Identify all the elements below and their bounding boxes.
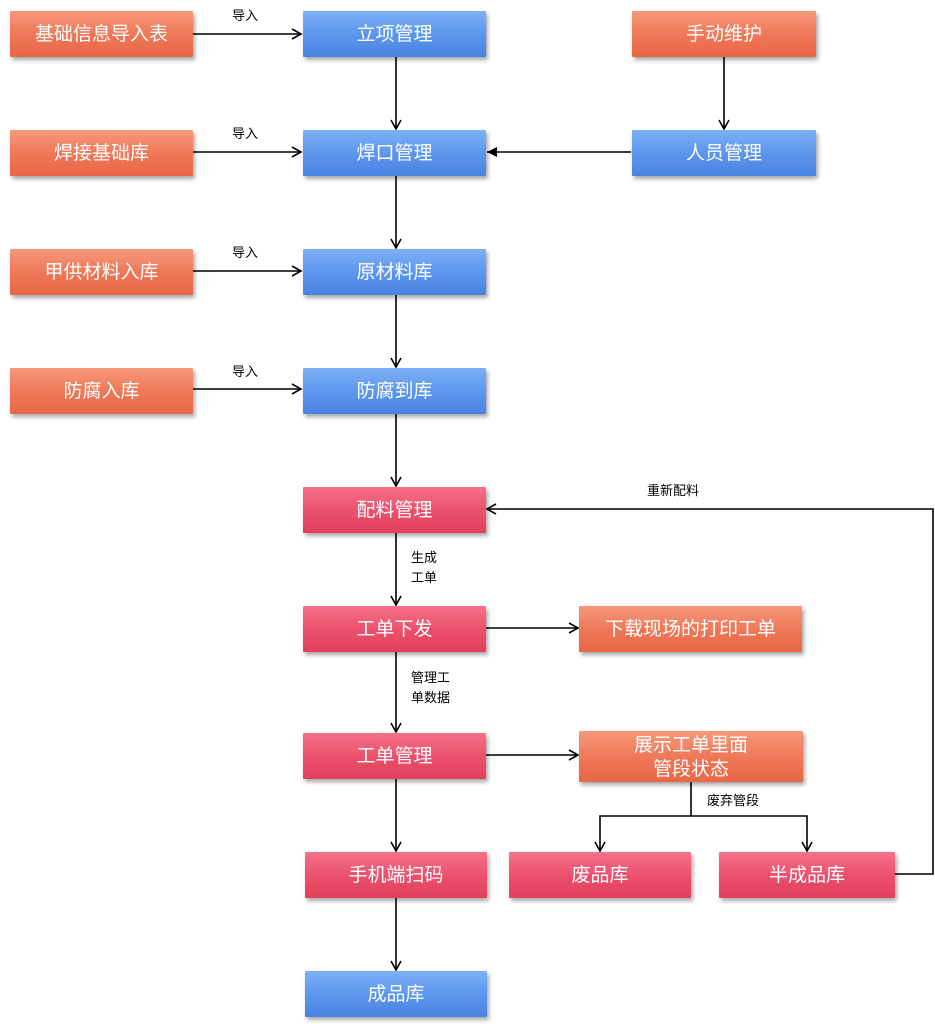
node-mobile-scan: 手机端扫码 (305, 852, 487, 898)
node-project-mgmt: 立项管理 (303, 11, 486, 57)
node-welding-base: 焊接基础库 (10, 130, 193, 176)
label-import-1: 导入 (232, 9, 259, 24)
node-client-material-in: 甲供材料入库 (10, 249, 193, 295)
label-generate-order: 生成 工单 (411, 551, 438, 586)
node-basic-info-import: 基础信息导入表 (10, 11, 193, 57)
node-work-order-mgmt: 工单管理 (303, 733, 486, 779)
node-manual-maintain: 手动维护 (632, 11, 816, 57)
edge-status-to-semi (691, 815, 813, 853)
label-import-2: 导入 (232, 127, 259, 142)
node-personnel-mgmt: 人员管理 (632, 130, 816, 176)
node-material-mgmt: 配料管理 (303, 487, 486, 533)
label-import-3: 导入 (232, 246, 259, 261)
node-show-pipe-status: 展示工单里面 管段状态 (579, 731, 803, 782)
node-scrap-store: 废品库 (509, 852, 691, 898)
node-anticorrosion-in: 防腐入库 (10, 368, 193, 414)
node-download-print: 下载现场的打印工单 (579, 606, 802, 652)
node-anticorrosion-arrival: 防腐到库 (303, 368, 486, 414)
edge-semi-to-material (485, 503, 934, 875)
edge-status-to-scrap (594, 815, 691, 853)
node-work-order-issue: 工单下发 (303, 606, 486, 652)
label-rematch: 重新配料 (647, 484, 700, 499)
node-finished-store: 成品库 (305, 971, 487, 1017)
label-scrap-pipe: 废弃管段 (707, 794, 760, 809)
node-semi-finished-store: 半成品库 (719, 852, 895, 898)
label-import-4: 导入 (232, 365, 259, 380)
node-raw-material-store: 原材料库 (303, 249, 486, 295)
node-weld-mgmt: 焊口管理 (303, 130, 486, 176)
label-manage-order-data: 管理工 单数据 (411, 671, 451, 706)
